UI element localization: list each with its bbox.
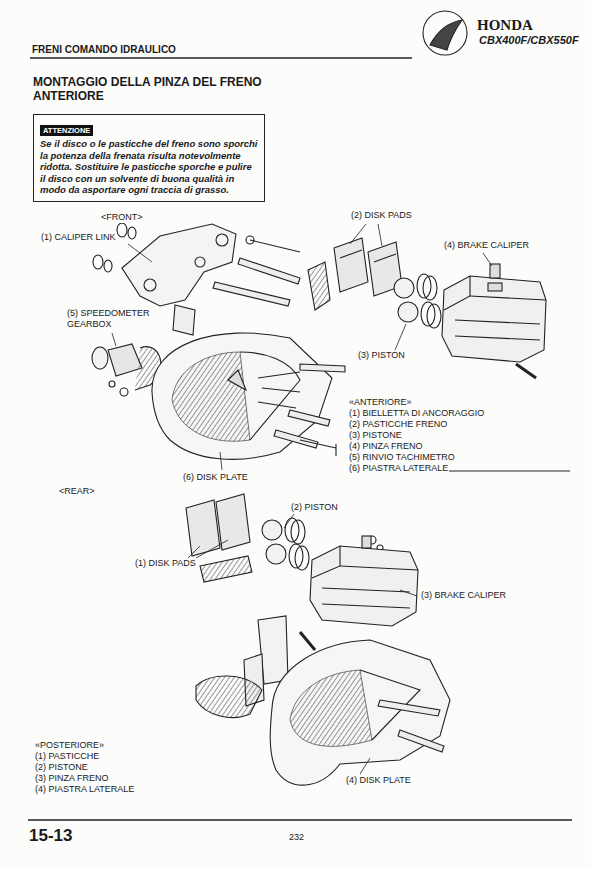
callout-label: (4) DISK PLATE: [345, 775, 412, 786]
callout-label: (1) DISK PADS: [134, 558, 197, 569]
model-name: CBX400F/CBX550F: [478, 34, 580, 47]
legend-item: (4) PIASTRA LATERALE: [34, 784, 135, 795]
legend-item: (3) PINZA FRENO: [34, 773, 110, 784]
legend-item: (2) PISTONE: [34, 762, 89, 773]
callout-label: (2) DISK PADS: [350, 210, 413, 221]
legend-item: (4) PINZA FRENO: [348, 441, 424, 452]
view-heading: <FRONT>: [100, 212, 144, 223]
brand-logo: HONDA: [476, 16, 534, 34]
warning-text: Se il disco o le pasticche del freno son…: [40, 138, 258, 196]
view-heading: <REAR>: [58, 486, 96, 497]
section-title: MONTAGGIO DELLA PINZA DEL FRENO ANTERIOR…: [33, 75, 273, 103]
callout-label: (5) SPEEDOMETER GEARBOX: [66, 308, 163, 330]
legend-item: (3) PISTONE: [348, 430, 403, 441]
legend-heading: «ANTERIORE»: [348, 397, 413, 408]
callout-label: (1) CALIPER LINK: [40, 232, 117, 243]
legend-item: (5) RINVIO TACHIMETRO: [348, 452, 456, 463]
legend-item: (1) PASTICCHE: [34, 751, 100, 762]
page-number: 15-13: [28, 826, 73, 846]
callout-label: (4) BRAKE CALIPER: [443, 240, 530, 251]
callout-label: (2) PISTON: [290, 502, 339, 513]
legend-heading: «POSTERIORE»: [34, 740, 105, 751]
callout-label: (3) PISTON: [357, 350, 406, 361]
page-number: 232: [288, 832, 305, 843]
callout-label: (6) DISK PLATE: [182, 472, 249, 483]
warning-tag: ATTENZIONE: [40, 125, 93, 136]
legend-item: (2) PASTICCHE FRENO: [348, 419, 448, 430]
warning-box: ATTENZIONE Se il disco o le pasticche del…: [33, 114, 265, 202]
legend-item: (6) PIASTRA LATERALE: [348, 463, 449, 474]
page-header: FRENI COMANDO IDRAULICO: [31, 44, 177, 56]
callout-label: (3) BRAKE CALIPER: [420, 590, 507, 601]
legend-item: (1) BIELLETTA DI ANCORAGGIO: [348, 408, 485, 419]
